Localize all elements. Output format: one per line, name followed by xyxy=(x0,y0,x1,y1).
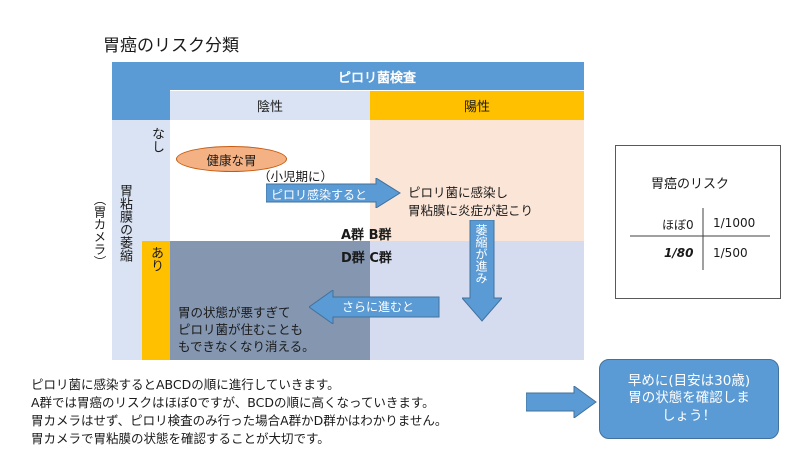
callout-box: 早めに(目安は30歳) 胃の状態を確認しま しょう！ xyxy=(599,359,779,439)
cell-b-line1: ピロリ菌に感染し xyxy=(408,185,509,200)
callout-line1: 早めに(目安は30歳) xyxy=(627,372,751,389)
cell-d-line3: もできなくなり消える。 xyxy=(178,339,315,354)
risk-box-grid xyxy=(630,208,770,270)
bottom-text-line4: 胃カメラで胃粘膜の状態を確認することが大切です。 xyxy=(31,431,330,446)
bottom-text-line2: A群では胃癌のリスクはほぼ0ですが、BCDの順に高くなっていきます。 xyxy=(31,395,435,410)
cell-d-line1: 胃の状態が悪すぎて xyxy=(178,305,291,320)
risk-b-label: 1/80 xyxy=(664,246,694,260)
page-title: 胃癌のリスク分類 xyxy=(103,36,239,56)
childhood-label: （小児期に） xyxy=(258,169,334,184)
callout-line2: 胃の状態を確認しま xyxy=(628,390,750,407)
bottom-text-line1: ピロリ菌に感染するとABCDの順に進行していきます。 xyxy=(31,377,340,392)
header-positive: 陽性 xyxy=(370,91,584,120)
risk-a-label: ほぼ0 xyxy=(662,218,694,232)
callout-arrow xyxy=(526,386,597,418)
risk-box-title: 胃癌のリスク xyxy=(651,177,730,192)
header-pylori-test: ピロリ菌検査 xyxy=(170,62,584,90)
atrophy-down-arrow xyxy=(462,220,502,322)
group-label-ab: A群 B群 xyxy=(341,228,392,243)
atrophy-arrow-label: 萎縮が進み xyxy=(474,224,488,284)
healthy-stomach-oval: 健康な胃 xyxy=(176,146,287,172)
bottom-text-line3: 胃カメラはせず、ピロリ検査のみ行った場合A群かD群かはわかりません。 xyxy=(31,413,448,428)
side-label-atrophy: 胃粘膜の萎縮 xyxy=(117,184,132,262)
row-label-present: あり xyxy=(148,246,163,272)
side-column xyxy=(112,120,142,360)
risk-box xyxy=(615,145,781,299)
infection-arrow-label: ピロリ感染すると xyxy=(271,188,368,202)
cell-d-line2: ピロリ菌が住むことも xyxy=(178,322,304,337)
infection-arrow xyxy=(266,178,401,208)
risk-b-value: 1/500 xyxy=(713,246,748,260)
table-corner xyxy=(112,62,170,120)
cell-group-a xyxy=(170,120,370,241)
group-label-dc: D群 C群 xyxy=(341,251,392,266)
cell-b-line2: 胃粘膜に炎症が起こり xyxy=(408,203,534,218)
row-present-cell xyxy=(142,241,170,360)
risk-a-value: 1/1000 xyxy=(713,216,756,230)
callout-line3: しょう！ xyxy=(662,407,716,424)
row-label-none: なし xyxy=(149,127,164,153)
header-negative: 陰性 xyxy=(170,91,370,120)
progress-left-arrow xyxy=(309,290,440,324)
row-none-cell xyxy=(142,120,170,241)
progress-arrow-label: さらに進むと xyxy=(342,300,415,314)
side-label-gastroscope: （胃カメラ） xyxy=(91,193,107,268)
